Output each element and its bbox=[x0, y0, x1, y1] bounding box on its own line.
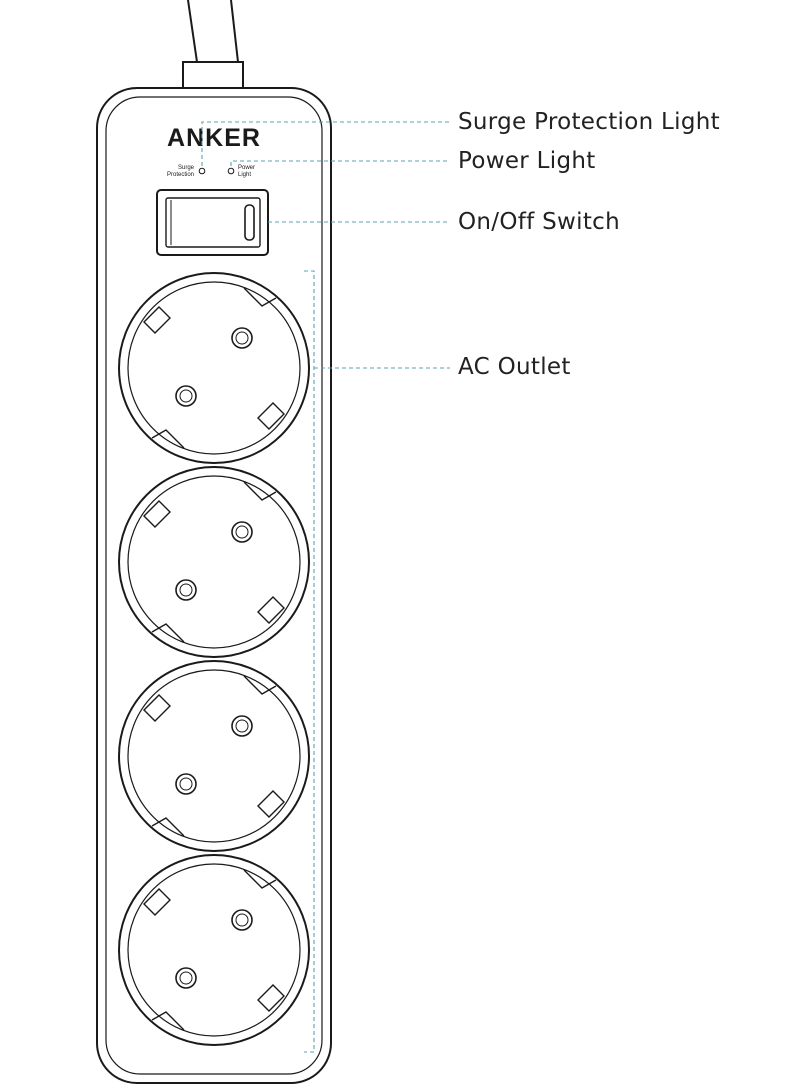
ac-outlet[interactable] bbox=[118, 660, 310, 852]
power-cable bbox=[182, 0, 244, 89]
pin-hole-inner bbox=[179, 583, 193, 597]
power-indicator-label-2: Light bbox=[238, 172, 251, 178]
rim-notch bbox=[243, 287, 277, 307]
pin-hole bbox=[175, 967, 197, 989]
outlet-rim bbox=[118, 272, 310, 464]
pin-hole-inner bbox=[179, 389, 193, 403]
outlet-inner-rim bbox=[127, 863, 301, 1037]
callout-on-off-switch: On/Off Switch bbox=[458, 209, 620, 235]
outlet-inner-rim bbox=[127, 281, 301, 455]
brand-logo: ANKER bbox=[167, 124, 261, 152]
pin-hole-inner bbox=[179, 777, 193, 791]
outlet-rim bbox=[118, 854, 310, 1046]
pin-hole-inner bbox=[235, 525, 249, 539]
callout-ac-outlet: AC Outlet bbox=[458, 354, 571, 380]
surge-indicator-label: Surge bbox=[178, 165, 195, 171]
ground-clip-icon bbox=[143, 306, 171, 334]
pin-hole-inner bbox=[179, 971, 193, 985]
indicator-labels: Surge Protection Power Light bbox=[167, 165, 255, 178]
pin-hole bbox=[231, 327, 253, 349]
ground-clip-icon bbox=[257, 402, 285, 430]
ground-clip-icon bbox=[143, 888, 171, 916]
pin-hole bbox=[175, 385, 197, 407]
ac-outlet[interactable] bbox=[118, 272, 310, 464]
rim-notch bbox=[151, 817, 185, 837]
power-indicator-label: Power bbox=[238, 165, 255, 171]
leader-lines bbox=[201, 121, 450, 1053]
ground-clip-icon bbox=[143, 500, 171, 528]
ground-clip-icon bbox=[257, 984, 285, 1012]
surge-protection-light-icon bbox=[198, 167, 206, 175]
pin-hole-inner bbox=[235, 719, 249, 733]
pin-hole bbox=[231, 909, 253, 931]
pin-hole-inner bbox=[235, 331, 249, 345]
power-light-icon bbox=[227, 167, 235, 175]
outlet-rim bbox=[118, 660, 310, 852]
strip-body bbox=[96, 87, 332, 1084]
callout-power-light: Power Light bbox=[458, 148, 596, 174]
callout-surge-protection-light: Surge Protection Light bbox=[458, 109, 720, 135]
rim-notch bbox=[151, 1011, 185, 1031]
pin-hole bbox=[231, 521, 253, 543]
outlet-group bbox=[118, 272, 310, 1046]
surge-indicator-label-2: Protection bbox=[167, 172, 194, 178]
ac-outlet[interactable] bbox=[118, 854, 310, 1046]
pin-hole-inner bbox=[235, 913, 249, 927]
rim-notch bbox=[151, 429, 185, 449]
leader-power bbox=[230, 160, 450, 166]
leader-outlet-bracket bbox=[304, 270, 315, 1053]
pin-hole bbox=[175, 579, 197, 601]
outlet-inner-rim bbox=[127, 475, 301, 649]
pin-hole bbox=[175, 773, 197, 795]
rim-notch bbox=[243, 675, 277, 695]
outlet-inner-rim bbox=[127, 669, 301, 843]
rim-notch bbox=[243, 481, 277, 501]
outlet-rim bbox=[118, 466, 310, 658]
ground-clip-icon bbox=[143, 694, 171, 722]
rim-notch bbox=[151, 623, 185, 643]
ground-clip-icon bbox=[257, 596, 285, 624]
pin-hole bbox=[231, 715, 253, 737]
ac-outlet[interactable] bbox=[118, 466, 310, 658]
ground-clip-icon bbox=[257, 790, 285, 818]
rim-notch bbox=[243, 869, 277, 889]
leader-surge bbox=[201, 121, 450, 166]
